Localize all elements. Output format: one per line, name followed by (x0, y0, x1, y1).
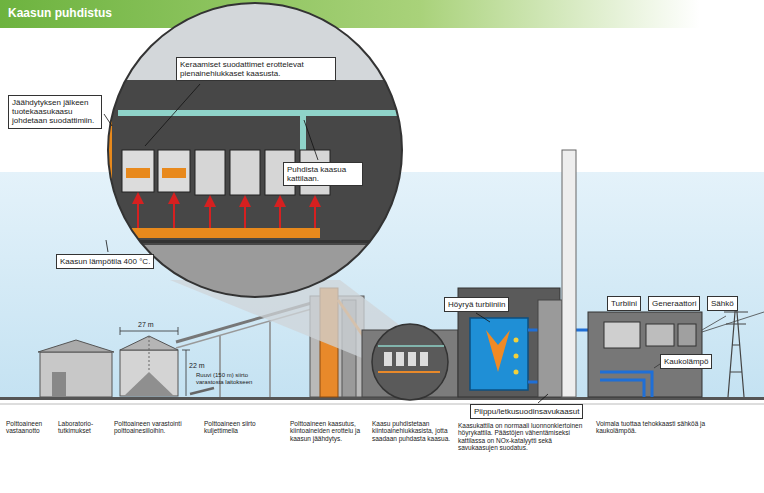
callout-box: Kaukolämpö (660, 354, 712, 369)
callout-text: Turbiini (611, 299, 637, 308)
callout-text: Puhdista kaasua kattilaan. (287, 165, 359, 183)
callout-box: Sähkö (707, 296, 738, 311)
callout-text: Kaasun lämpötila 400 °C. (60, 257, 150, 266)
step-caption: Polttoaineen siirto kuljettimella (204, 420, 274, 435)
step-caption: Laboratorio-tutkimukset (58, 420, 110, 435)
step-caption: Kaasu puhdistetaan kiintoainehiukkasista… (372, 420, 454, 442)
callout-text: Keraamiset suodattimet erottelevat piena… (180, 60, 332, 78)
step-caption: Voimala tuottaa tehokkaasti sähköä ja ka… (596, 420, 706, 435)
dimension-label: 22 m (189, 362, 205, 370)
callout-box: Keraamiset suodattimet erottelevat piena… (176, 57, 336, 81)
callout-text: Jäähdytyksen jälkeen tuotekaasukaasu joh… (12, 98, 98, 126)
callout-text: Piippu/letkusuodinsavukaasut (474, 407, 579, 416)
callout-box: Jäähdytyksen jälkeen tuotekaasukaasu joh… (8, 95, 102, 129)
callout-text: Kaukolämpö (664, 357, 708, 366)
dimension-label: Ruuvi (150 m) siirto varastosta laitokse… (196, 372, 256, 386)
dimension-label: 27 m (138, 321, 154, 329)
step-caption: Polttoaineen varastointi polttoainesiilo… (114, 420, 200, 435)
callout-box: Höyryä turbiiniin (444, 297, 509, 312)
callout-text: Generaattori (652, 299, 696, 308)
callout-box: Puhdista kaasua kattilaan. (283, 162, 363, 186)
step-caption: Polttoaineen kaasutus, kiintoaineiden er… (290, 420, 368, 442)
step-caption: Polttoaineen vastaanotto (6, 420, 54, 435)
callout-box: Generaattori (648, 296, 700, 311)
title-heading: Kaasun puhdistus (8, 6, 112, 20)
callout-box: Piippu/letkusuodinsavukaasut (470, 404, 583, 419)
callout-box: Turbiini (607, 296, 641, 311)
step-caption: Kaasukattila on normaali luonnonkiertoin… (458, 422, 586, 452)
callout-box: Kaasun lämpötila 400 °C. (56, 254, 154, 269)
callout-text: Höyryä turbiiniin (448, 300, 505, 309)
callout-text: Sähkö (711, 299, 734, 308)
